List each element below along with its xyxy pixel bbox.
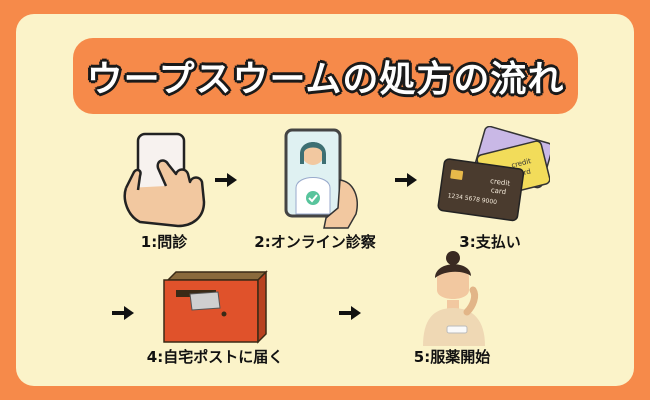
doctor-video-call-icon — [284, 128, 358, 229]
title-banner: ウープスウームの処方の流れ — [73, 38, 578, 114]
step-label-4: 4:自宅ポストに届く — [146, 348, 284, 366]
step-label-1: 1:問診 — [140, 233, 188, 251]
arrow-right-icon — [112, 306, 134, 320]
arrow-right-icon — [339, 306, 361, 320]
page-title: ウープスウームの処方の流れ — [86, 59, 565, 100]
front-card-text: credit — [490, 177, 511, 188]
woman-taking-medicine-icon — [423, 251, 485, 346]
step-label-2: 2:オンライン診察 — [254, 233, 376, 251]
front-card-text-2: card — [490, 186, 506, 196]
credit-cards-icon: credit card credit card 1234 5678 9000 — [437, 126, 550, 222]
step-label-5: 5:服薬開始 — [413, 348, 491, 366]
arrow-right-icon — [215, 173, 237, 187]
hand-smartphone-icon — [123, 132, 206, 228]
mailbox-icon — [163, 270, 268, 344]
arrow-right-icon — [395, 173, 417, 187]
step-label-3: 3:支払い — [459, 233, 521, 251]
